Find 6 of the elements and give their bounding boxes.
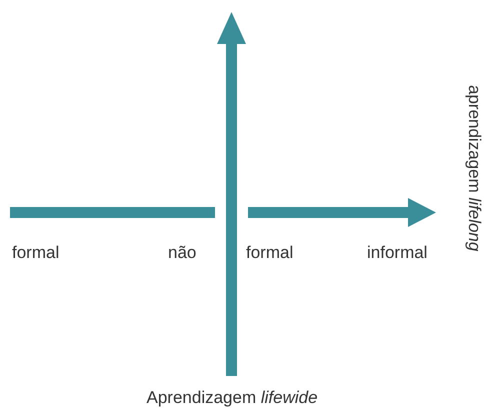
axis-label: formal (246, 243, 294, 263)
axis-label: informal (367, 243, 428, 263)
axis-title: aprendizagem lifelong (464, 85, 484, 252)
axis-label: formal (12, 243, 60, 263)
axis-title: Aprendizagem lifewide (146, 388, 318, 408)
axis-label: não (168, 243, 196, 263)
